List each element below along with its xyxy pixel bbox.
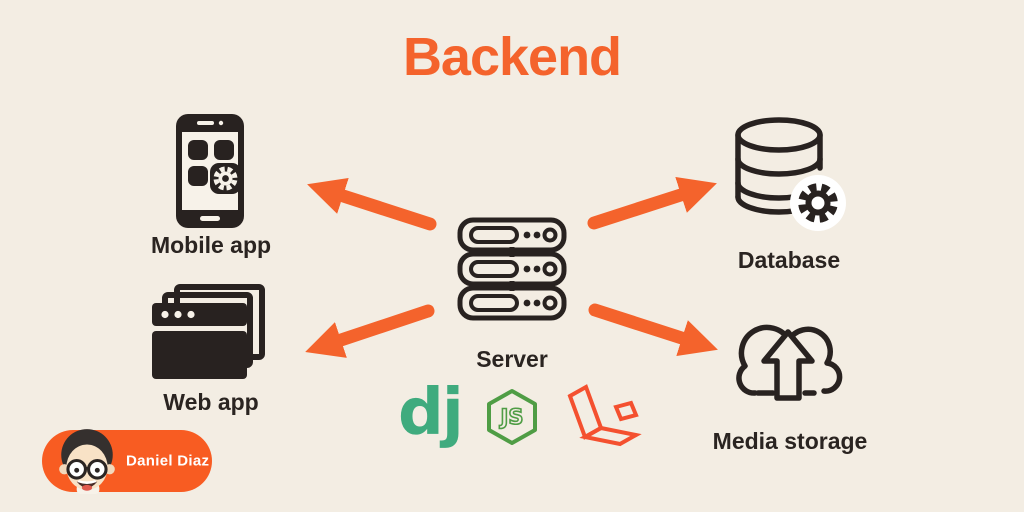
mobile-app-label: Mobile app xyxy=(150,232,272,258)
nodejs-logo-text: JS xyxy=(499,405,524,429)
media-storage-label: Media storage xyxy=(712,428,868,454)
arrow-server-to-web-app xyxy=(305,304,435,358)
arrow-server-to-database xyxy=(587,176,717,230)
browser-windows-icon xyxy=(152,284,265,379)
smartphone-apps-icon xyxy=(176,114,244,228)
server-rack-icon xyxy=(457,217,567,321)
laravel-logo xyxy=(567,384,642,447)
django-logo: dj xyxy=(398,380,464,450)
server-label: Server xyxy=(476,346,548,372)
man-with-glasses-avatar-icon xyxy=(59,429,115,494)
database-label: Database xyxy=(737,247,841,273)
gear-glyph xyxy=(213,166,238,191)
web-app-label: Web app xyxy=(163,389,259,415)
django-logo-text: dj xyxy=(398,380,462,450)
arrow-server-to-mobile-app xyxy=(307,177,437,231)
nodejs-logo: JS xyxy=(487,389,537,445)
arrow-server-to-media-storage xyxy=(588,303,718,357)
author-badge: Daniel Diaz xyxy=(42,429,212,494)
page-title: Backend xyxy=(402,27,622,87)
author-name: Daniel Diaz xyxy=(126,452,210,470)
cloud-upload-icon xyxy=(736,324,843,401)
database-gear-icon xyxy=(735,117,846,231)
